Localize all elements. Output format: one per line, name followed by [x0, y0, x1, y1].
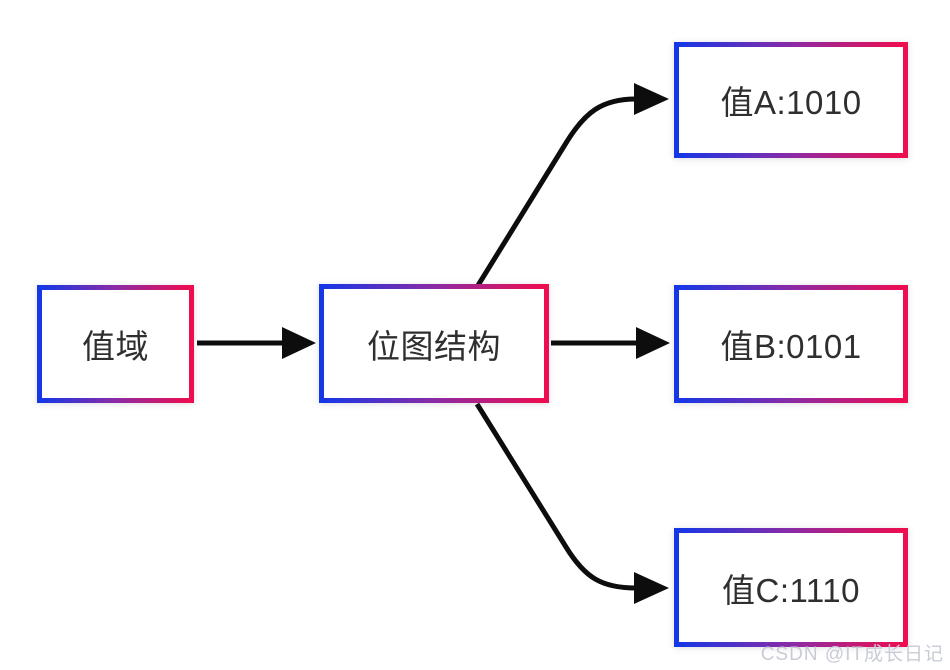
- arrowhead-to-bitmap: [282, 327, 316, 359]
- arrowhead-to-value-a: [634, 83, 669, 115]
- node-value-b-label: 值B:0101: [720, 328, 862, 365]
- arrow-bitmap-to-value-a: [474, 96, 637, 289]
- node-domain: 值域: [37, 285, 194, 403]
- node-value-c-label: 值C:1110: [721, 571, 860, 609]
- node-domain-label: 值域: [82, 328, 149, 365]
- node-value-a: 值A:1010: [674, 42, 908, 158]
- node-bitmap: 位图结构: [319, 284, 549, 403]
- arrowhead-to-value-b: [636, 327, 670, 359]
- node-value-c: 值C:1110: [674, 528, 908, 647]
- arrow-bitmap-to-value-c: [474, 402, 637, 591]
- node-bitmap-label: 位图结构: [367, 327, 501, 365]
- arrowhead-to-value-c: [634, 572, 669, 604]
- csdn-watermark: CSDN @IT成长日记: [760, 644, 944, 665]
- node-value-b: 值B:0101: [674, 285, 908, 403]
- node-value-a-label: 值A:1010: [720, 84, 862, 121]
